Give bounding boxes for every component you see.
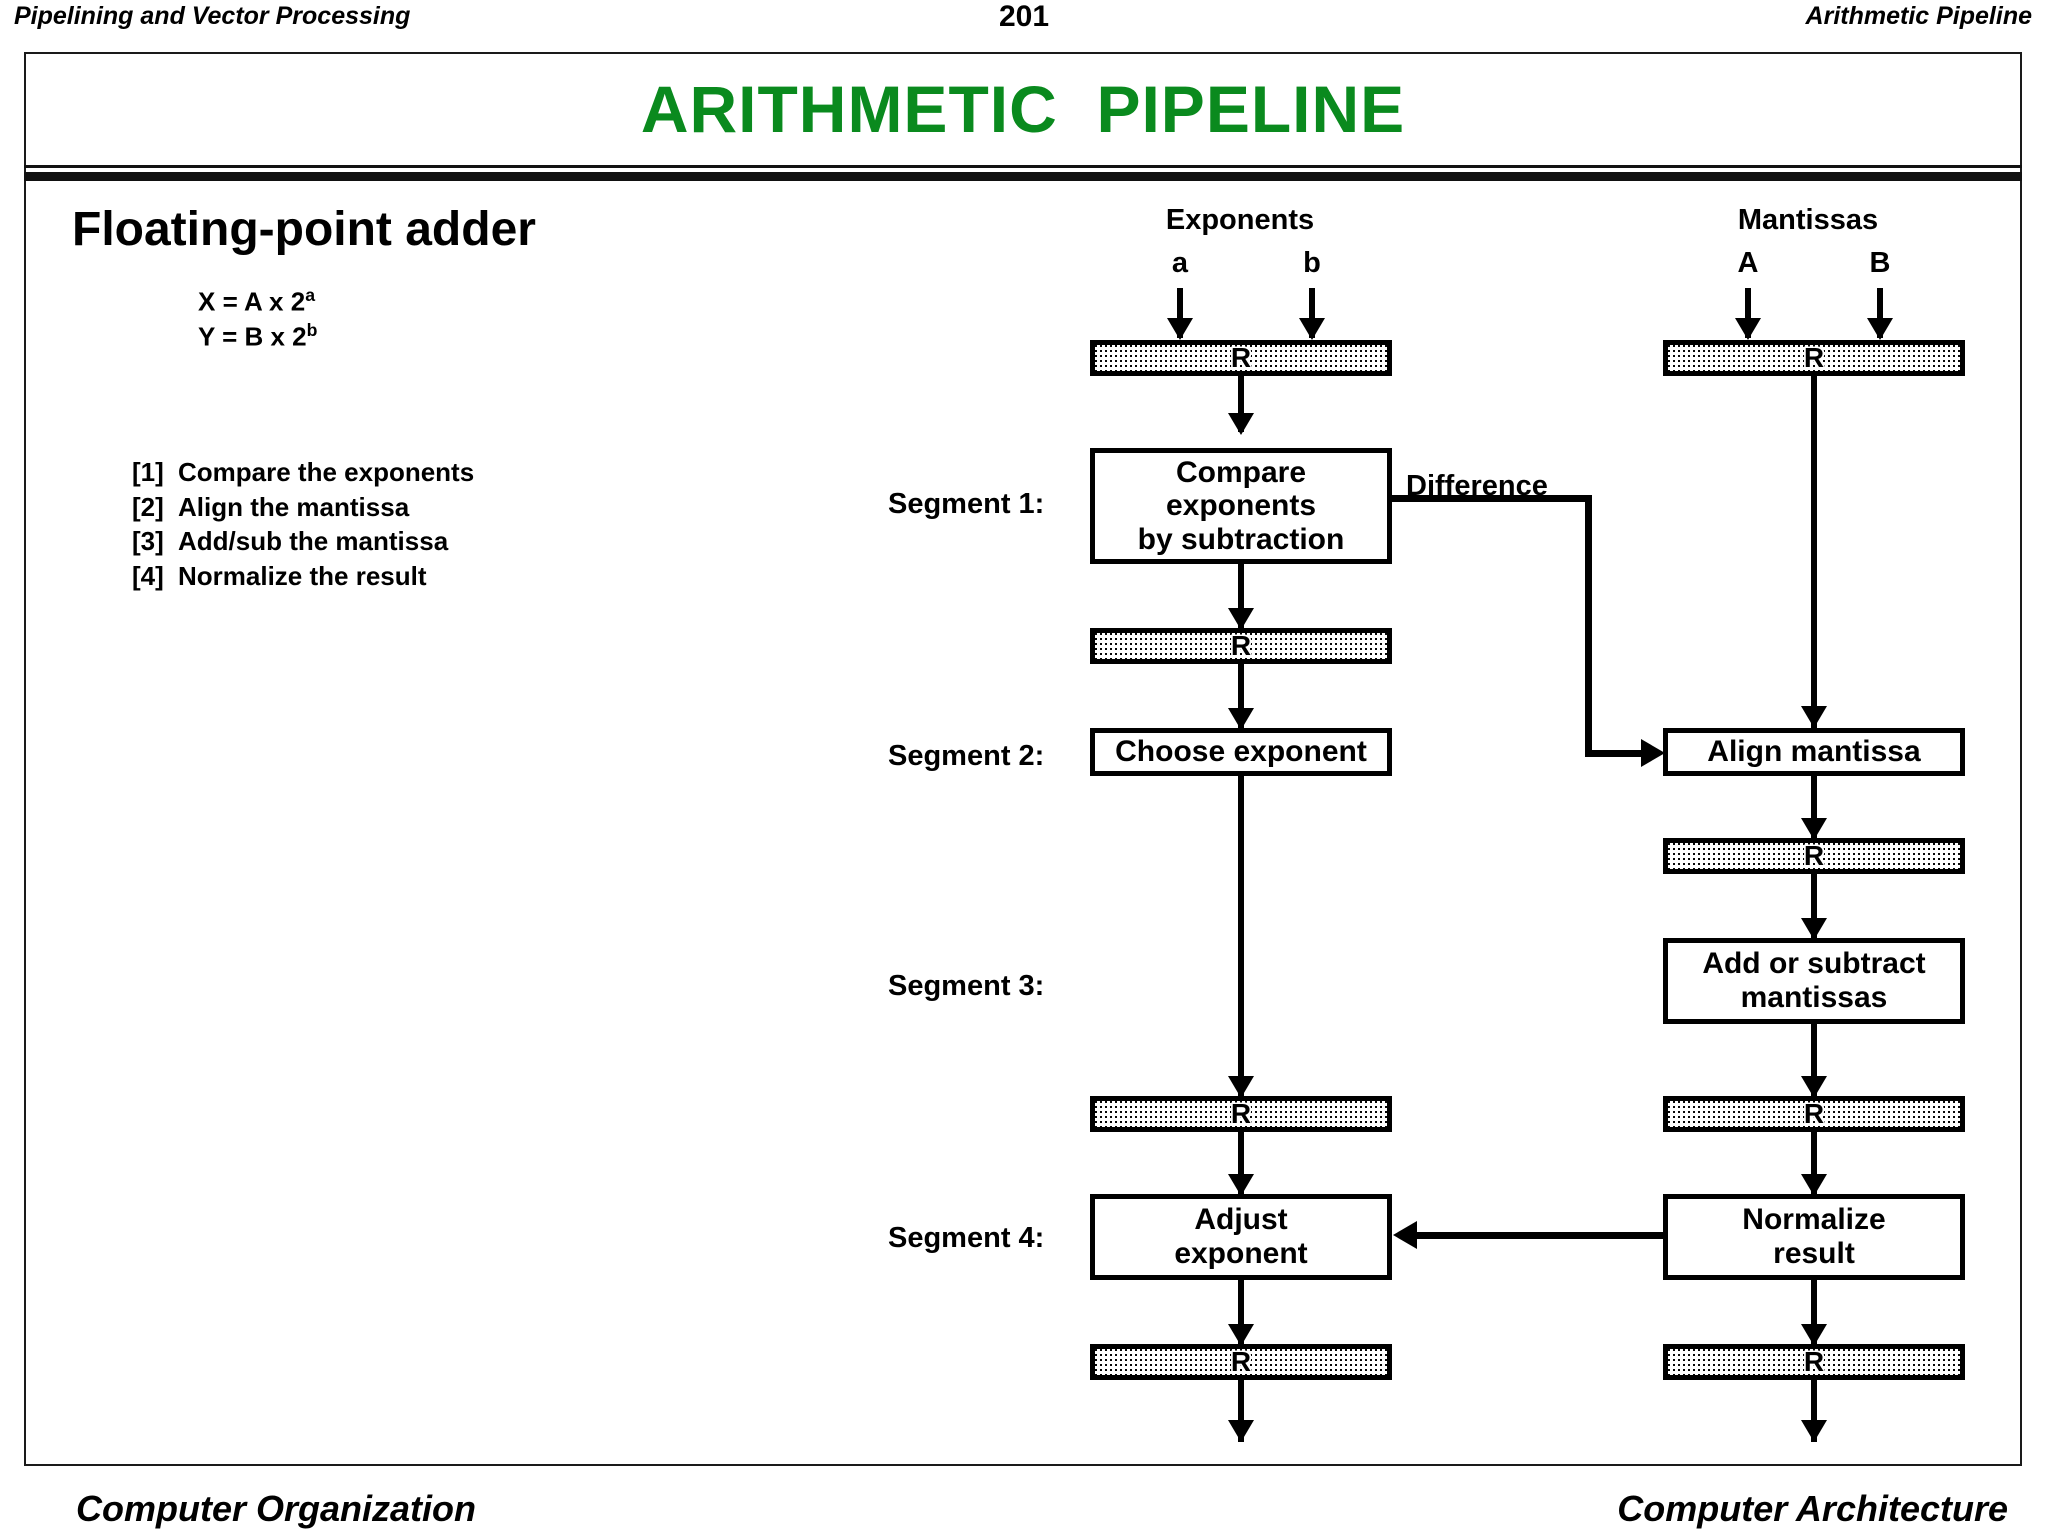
title-divider-thin [24,165,2022,168]
running-head-right: Arithmetic Pipeline [1805,2,2032,30]
edge-add-subtract-to-r3-head [1801,1076,1827,1098]
edge-choose-exponent-to-r3-head [1228,1076,1254,1098]
edge-r3-to-adjust-exponent-head [1228,1174,1254,1196]
edge-add-subtract-to-r3 [1811,1024,1817,1098]
edge-r3-to-adjust-exponent [1238,1132,1244,1196]
edge-compare-to-r2 [1238,564,1244,630]
process-box-normalize-result: Normalize result [1663,1194,1965,1280]
process-box-add-or-subtract-mantissas: Add or subtract mantissas [1663,938,1965,1024]
input-arrow-A-stem [1745,288,1751,338]
input-arrow-B-stem [1877,288,1883,338]
register-mantissa-4: R [1663,1344,1965,1380]
input-arrow-B-head [1867,318,1893,340]
input-arrow-b-stem [1309,288,1315,338]
register-exponent-3: R [1090,1096,1392,1132]
input-label-A: A [1737,247,1759,279]
edge-mantissa-output [1811,1380,1817,1442]
edge-mantissa-r1-to-align [1811,376,1817,728]
edge-exp-r1-to-compare-head [1228,413,1254,435]
register-exponent-4: R [1090,1344,1392,1380]
process-box-choose-exponent: Choose exponent [1090,728,1392,776]
section-heading-floating-point-adder: Floating-point adder [72,203,536,256]
edge-exp-r1-to-compare [1238,376,1244,432]
footer-left: Computer Organization [76,1488,477,1529]
formula-x: X = A x 2a [198,285,316,317]
input-arrow-a-stem [1177,288,1183,338]
edge-r2-to-choose-exponent [1238,664,1244,730]
edge-normalize-to-r4 [1811,1280,1817,1346]
input-label-a: a [1171,247,1189,279]
process-box-adjust-exponent: Adjust exponent [1090,1194,1392,1280]
formula-y: Y = B x 2b [198,319,318,352]
process-box-compare-exponents: Compare exponents by subtraction [1090,448,1392,564]
edge-difference-vertical [1585,495,1592,757]
page-title: ARITHMETIC PIPELINE [640,71,1406,146]
edge-compare-to-r2-head [1228,608,1254,630]
column-title-exponents: Exponents [1165,204,1315,236]
register-mantissa-3: R [1663,1096,1965,1132]
edge-r2-to-choose-exponent-head [1228,708,1254,730]
register-mantissa-2: R [1663,838,1965,874]
list-item: [4]Normalize the result [132,560,427,591]
edge-difference-horizontal-top [1392,495,1592,502]
edge-normalize-to-adjust-exponent [1416,1232,1666,1239]
process-box-align-mantissa: Align mantissa [1663,728,1965,776]
edge-normalize-to-r4-head [1801,1324,1827,1346]
running-head-left: Pipelining and Vector Processing [14,2,411,30]
edge-mantissa-r1-to-align-head [1801,706,1827,728]
edge-r2-to-add-subtract-head [1801,918,1827,940]
list-item: [2]Align the mantissa [132,491,410,522]
input-arrow-a-head [1167,318,1193,340]
segment-label-1: Segment 1: [888,488,1045,520]
edge-align-to-r2-head [1801,818,1827,840]
page-number: 201 [998,0,1050,33]
input-arrow-b-head [1299,318,1325,340]
footer-right: Computer Architecture [1617,1488,2008,1529]
edge-choose-exponent-to-r3 [1238,776,1244,1098]
list-item: [1]Compare the exponents [132,457,475,487]
edge-exponent-output-head [1228,1420,1254,1442]
edge-exponent-output [1238,1380,1244,1442]
segment-label-4: Segment 4: [888,1222,1045,1254]
steps-list: [1]Compare the exponents [2]Align the ma… [132,455,474,593]
edge-mantissa-output-head [1801,1420,1827,1442]
register-exponent-2: R [1090,628,1392,664]
title-band: ARITHMETIC PIPELINE [24,52,2022,165]
edge-adjust-exponent-to-r4 [1238,1280,1244,1346]
edge-r2-to-add-subtract [1811,874,1817,940]
formula-block: X = A x 2a Y = B x 2b [198,284,317,354]
input-label-b: b [1303,247,1321,279]
edge-adjust-exponent-to-r4-head [1228,1324,1254,1346]
edge-difference-horizontal-bottom [1585,750,1647,757]
title-divider-thick [24,172,2022,181]
edge-difference-arrowhead [1641,739,1665,767]
column-title-mantissas: Mantissas [1737,204,1879,236]
input-label-B: B [1869,247,1891,279]
edge-align-to-r2 [1811,776,1817,840]
edge-r3-to-normalize [1811,1132,1817,1196]
list-item: [3]Add/sub the mantissa [132,526,449,557]
input-arrow-A-head [1735,318,1761,340]
segment-label-3: Segment 3: [888,970,1045,1002]
edge-normalize-to-adjust-exponent-head [1393,1221,1417,1249]
register-mantissa-1: R [1663,340,1965,376]
register-exponent-1: R [1090,340,1392,376]
edge-r3-to-normalize-head [1801,1174,1827,1196]
segment-label-2: Segment 2: [888,740,1045,772]
